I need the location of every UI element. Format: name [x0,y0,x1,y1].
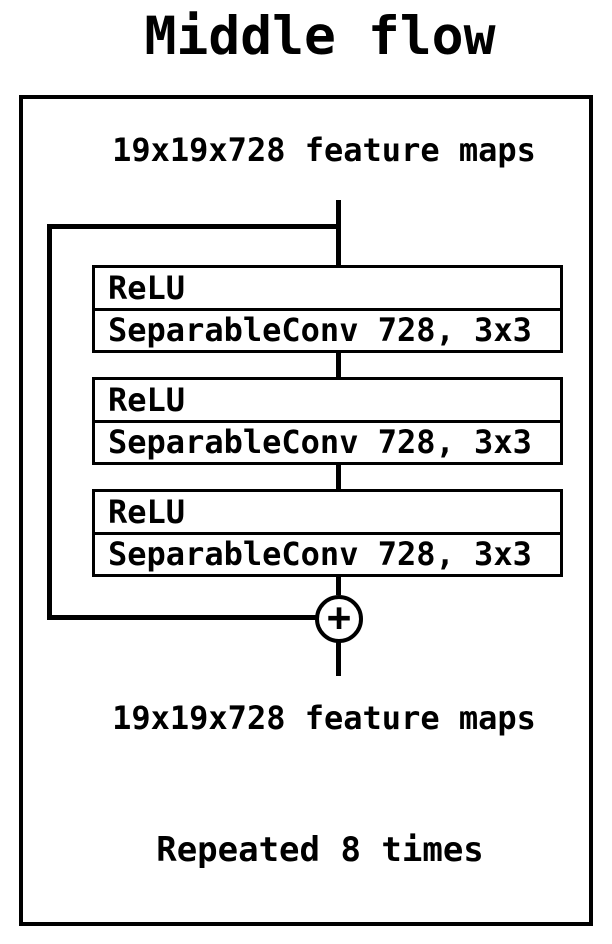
output-feature-maps-label: 19x19x728 feature maps [112,699,536,737]
output-flow-line [336,641,341,676]
relu-label: ReLU [108,492,186,531]
flow-container-box [19,95,593,926]
conv-block-1: ReLU SeparableConv 728, 3x3 [92,265,563,353]
skip-connection-left-line [47,224,52,620]
diagram-title: Middle flow [144,6,496,67]
skip-connection-top-line [47,224,341,229]
separable-conv-row: SeparableConv 728, 3x3 [95,535,560,575]
separable-conv-label: SeparableConv 728, 3x3 [108,423,532,462]
relu-row: ReLU [95,268,560,311]
separable-conv-label: SeparableConv 728, 3x3 [108,535,532,574]
relu-row: ReLU [95,492,560,535]
repeat-count-label: Repeated 8 times [156,830,484,870]
skip-connection-bottom-line [47,615,319,620]
plus-icon: + [326,594,352,641]
separable-conv-row: SeparableConv 728, 3x3 [95,423,560,463]
input-feature-maps-label: 19x19x728 feature maps [112,131,536,169]
separable-conv-row: SeparableConv 728, 3x3 [95,311,560,351]
relu-label: ReLU [108,380,186,419]
separable-conv-label: SeparableConv 728, 3x3 [108,311,532,350]
conv-block-2: ReLU SeparableConv 728, 3x3 [92,377,563,465]
relu-label: ReLU [108,268,186,307]
relu-row: ReLU [95,380,560,423]
add-merge-node: + [315,595,363,643]
conv-block-3: ReLU SeparableConv 728, 3x3 [92,489,563,577]
